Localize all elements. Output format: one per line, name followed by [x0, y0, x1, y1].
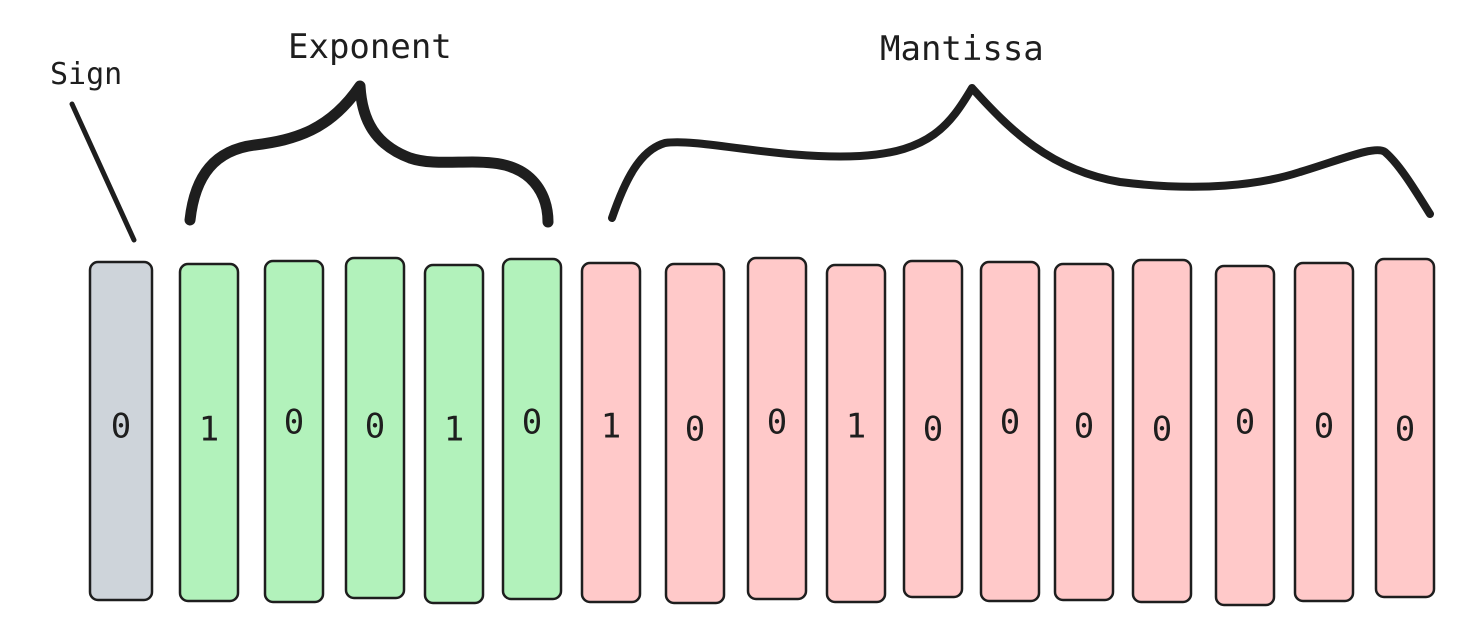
mantissa-bit-cell	[902, 259, 964, 599]
mantissa-bit-value: 1	[846, 407, 866, 447]
sign-bit-value: 0	[111, 407, 131, 447]
exponent-bit-cell	[178, 262, 240, 603]
mantissa-bit-cell	[1214, 264, 1276, 607]
mantissa-bit-cell	[1053, 262, 1115, 602]
mantissa-bit-cell	[825, 263, 887, 604]
mantissa-bit-value: 0	[923, 410, 943, 450]
mantissa-bit-value: 0	[1395, 410, 1415, 450]
mantissa-bit-cell	[1293, 261, 1355, 603]
bits-group: 0 1 0 0 1 0 1 0 0 1 0 0 0 0 0 0 0	[88, 256, 1436, 607]
mantissa-bit-value: 0	[1152, 410, 1172, 450]
exponent-bit-value: 0	[284, 403, 304, 443]
mantissa-label: Mantissa	[880, 29, 1044, 69]
exponent-bit-value: 1	[199, 410, 219, 450]
mantissa-bit-cell	[664, 262, 726, 605]
exponent-bit-value: 0	[522, 403, 542, 443]
exponent-bit-cell	[263, 259, 325, 604]
exponent-brace	[184, 80, 554, 228]
sign-bit-cell	[88, 260, 154, 602]
mantissa-bit-cell	[580, 261, 642, 604]
exponent-bit-cell	[501, 257, 563, 601]
mantissa-bit-cell	[1131, 258, 1193, 604]
mantissa-bit-value: 0	[767, 403, 787, 443]
mantissa-bit-value: 0	[1235, 403, 1255, 443]
exponent-bit-cell	[423, 263, 485, 605]
exponent-bit-cell	[344, 256, 406, 600]
sign-label: Sign	[50, 57, 122, 92]
mantissa-bit-value: 0	[1000, 403, 1020, 443]
exponent-label: Exponent	[288, 27, 452, 67]
mantissa-bit-cell	[1374, 257, 1436, 599]
mantissa-bit-value: 0	[1074, 407, 1094, 447]
exponent-bit-value: 0	[365, 407, 385, 447]
exponent-bit-value: 1	[444, 410, 464, 450]
mantissa-bit-value: 0	[1314, 407, 1334, 447]
mantissa-bit-cell	[746, 256, 808, 601]
mantissa-bit-value: 1	[601, 407, 621, 447]
mantissa-brace	[608, 84, 1434, 222]
mantissa-bit-value: 0	[685, 410, 705, 450]
sign-pointer-line	[69, 101, 137, 243]
mantissa-bit-cell	[979, 260, 1041, 603]
